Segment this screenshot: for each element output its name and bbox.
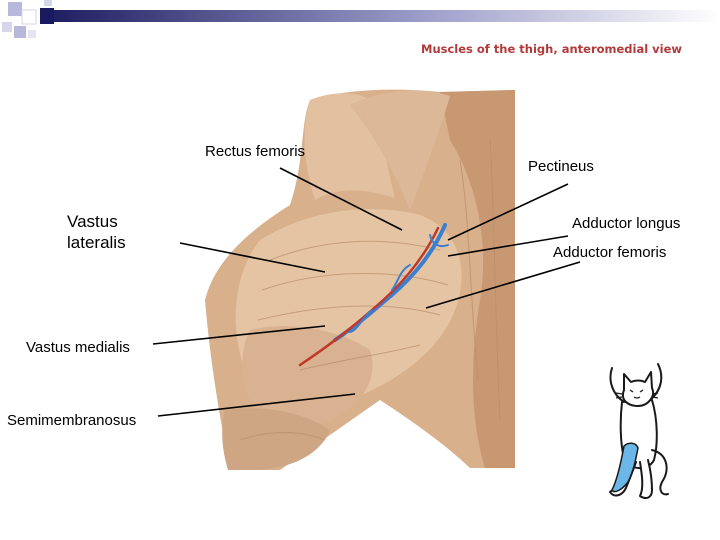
label-vastus-lateralis: Vastus lateralis	[67, 211, 126, 253]
deco-square	[14, 26, 26, 38]
cat-highlighted-thigh	[611, 442, 639, 493]
muscle-fiber-texture	[239, 139, 501, 441]
top-accent-bar	[40, 10, 720, 22]
label-pectineus: Pectineus	[528, 158, 594, 175]
cat-mascot-icon	[609, 363, 669, 499]
corner-decoration	[2, 0, 720, 38]
leader-pectineus	[447, 183, 569, 241]
leader-vastus-lateralis	[179, 242, 326, 273]
label-semimembranosus: Semimembranosus	[7, 412, 137, 429]
deco-square	[2, 22, 12, 32]
label-adductor-femoris: Adductor femoris	[553, 244, 667, 261]
leader-semimembranosus	[157, 393, 356, 417]
semimembranosus-region	[222, 408, 330, 470]
deco-square	[44, 0, 52, 6]
vessel-branch	[429, 234, 449, 248]
leader-adductor-femoris	[425, 261, 581, 309]
femoral-vessels	[298, 223, 449, 367]
vessel-branch	[349, 309, 373, 333]
vessel-branch	[391, 264, 411, 291]
vastus-medialis-belly	[242, 326, 373, 426]
leader-vastus-medialis	[152, 325, 326, 345]
deco-square	[28, 30, 36, 38]
leader-rectus-femoris	[279, 167, 403, 231]
deco-square	[8, 2, 22, 16]
adductor-region	[440, 90, 515, 468]
pectineus-flap	[350, 90, 450, 210]
label-adductor-longus: Adductor longus	[572, 215, 681, 232]
leader-adductor-longus	[447, 235, 569, 257]
deco-square	[21, 9, 37, 25]
label-vastus-medialis: Vastus medialis	[26, 339, 130, 356]
label-rectus-femoris: Rectus femoris	[205, 143, 306, 160]
deco-square	[40, 8, 54, 24]
leader-lines	[152, 167, 581, 417]
slide-title: Muscles of the thigh, anteromedial view	[421, 42, 683, 56]
label-vastus-lateralis-line1: Vastus	[67, 212, 118, 231]
label-vastus-lateralis-line2: lateralis	[67, 233, 126, 252]
cat-face	[615, 389, 659, 399]
